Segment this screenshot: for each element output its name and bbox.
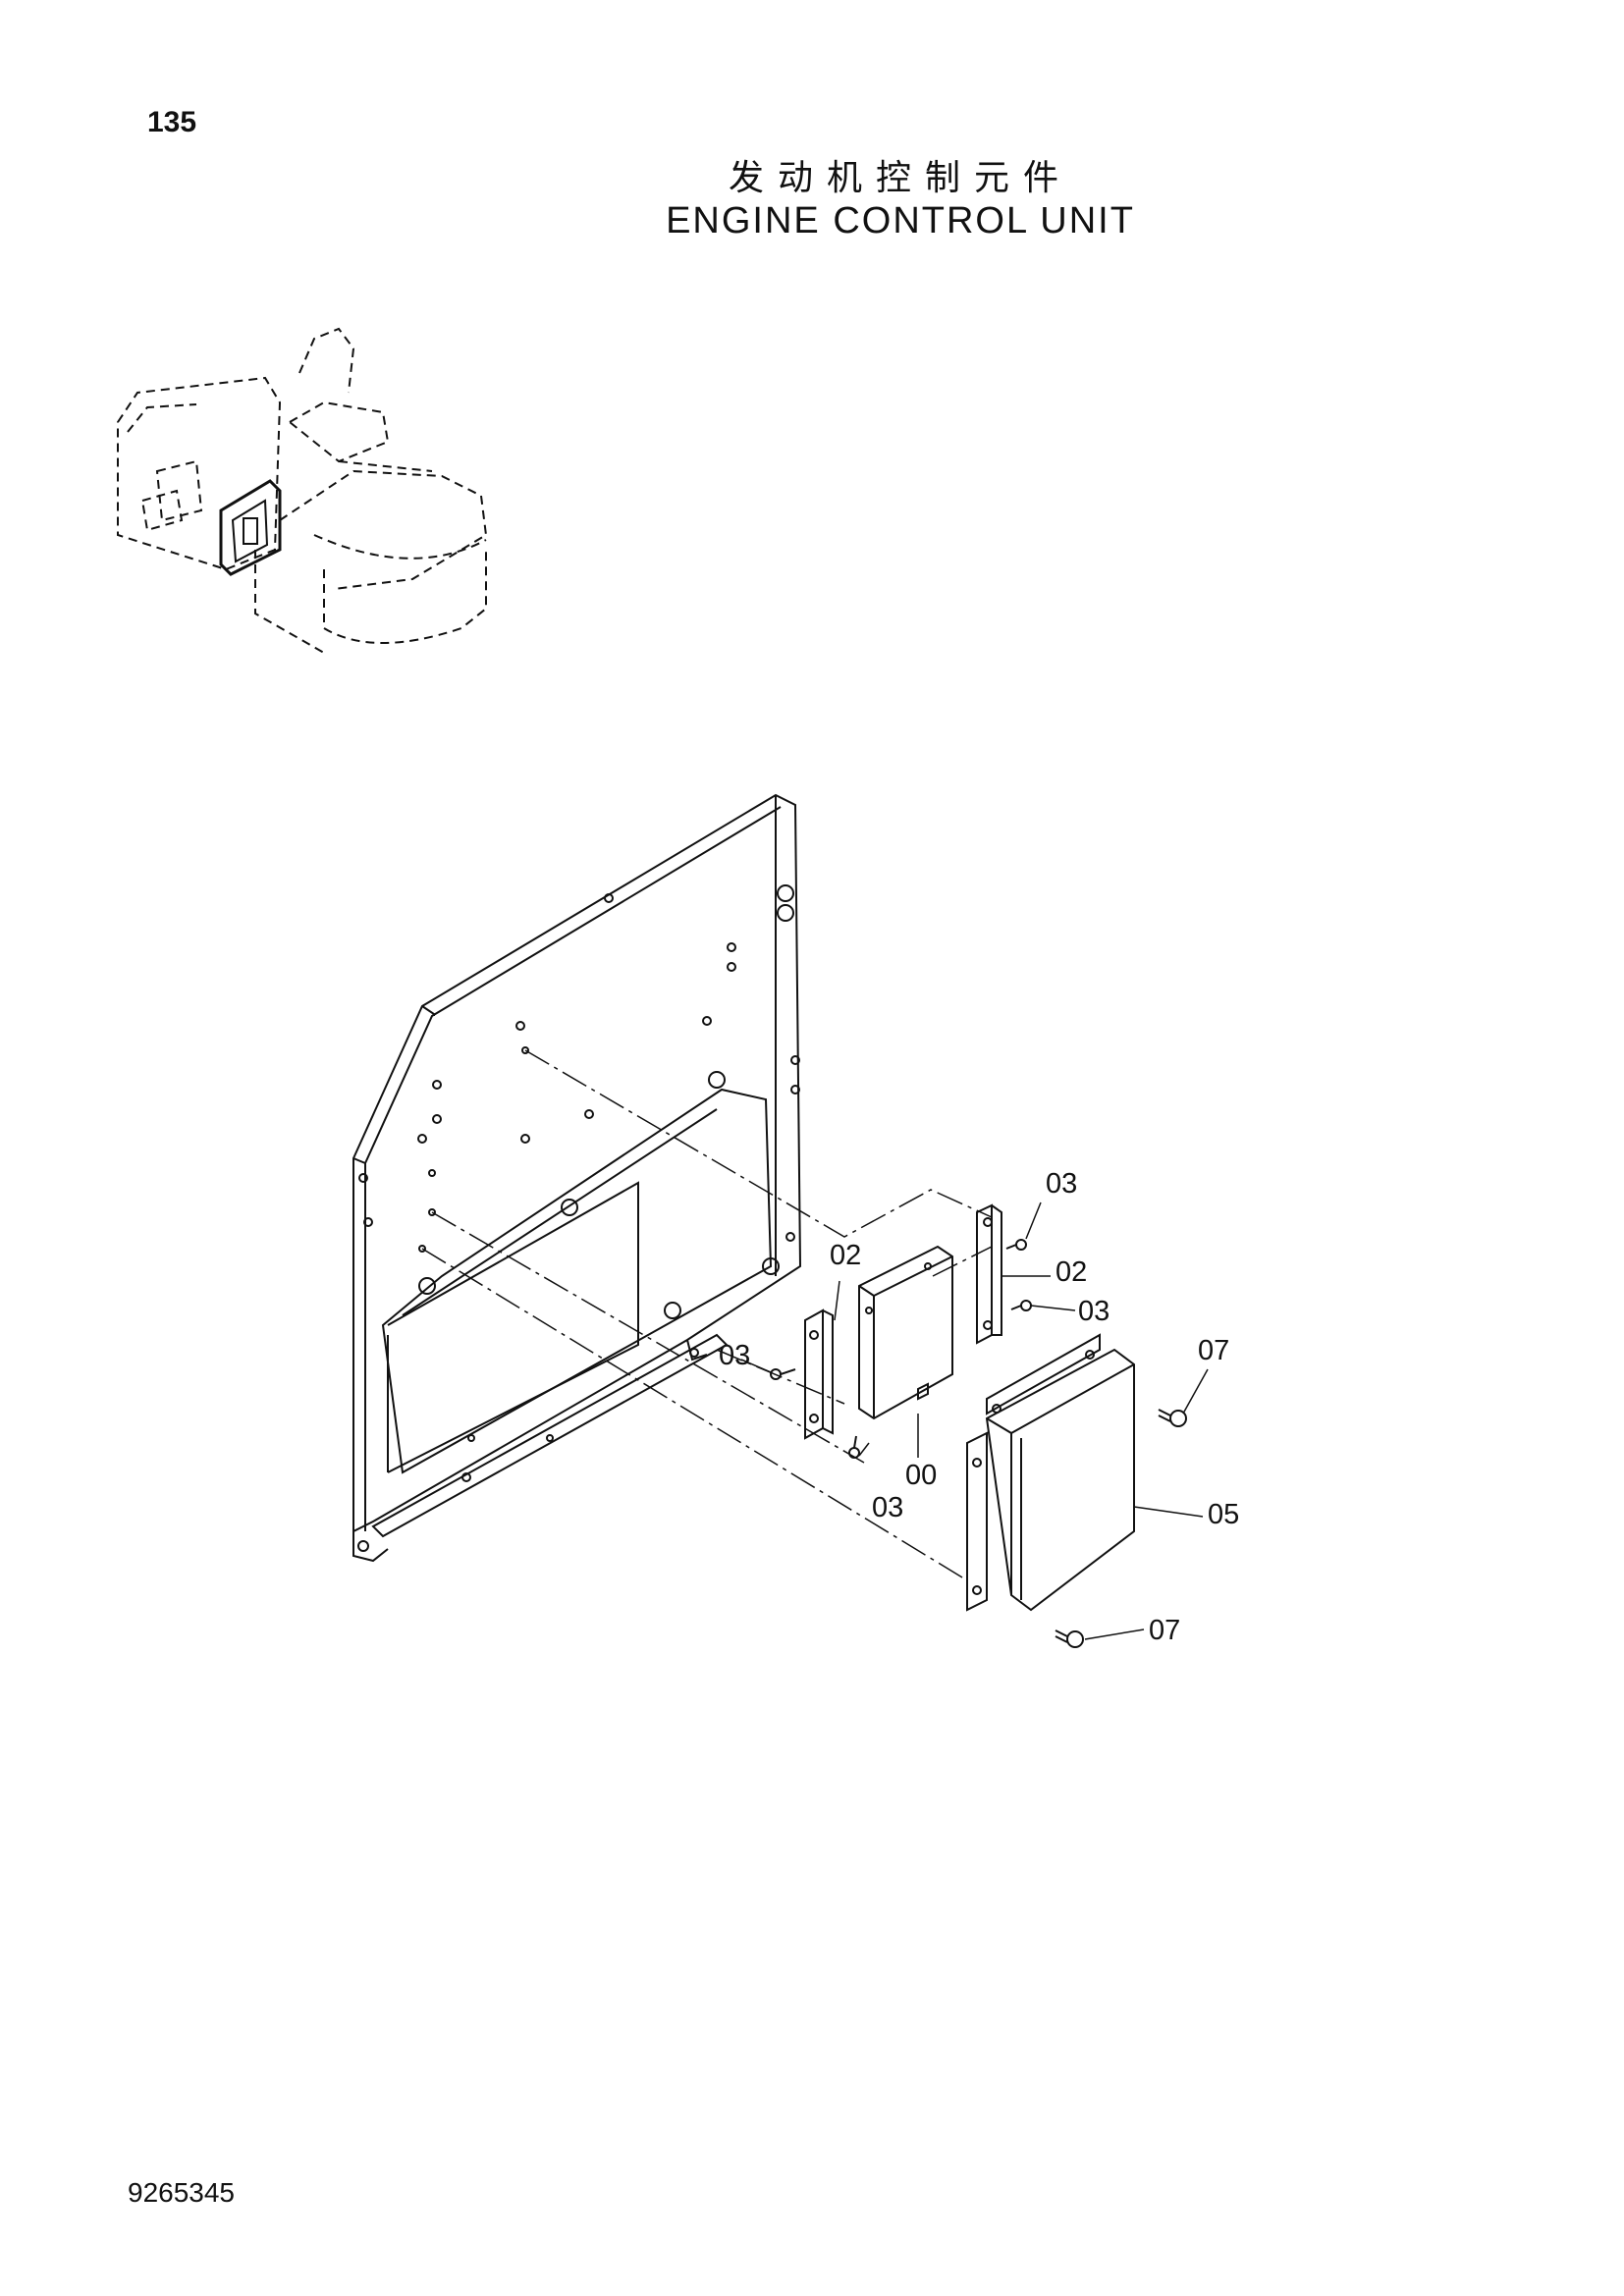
excavator-locator-view [117, 327, 488, 654]
leader-lines [740, 1201, 1209, 1640]
callout-03-right: 03 [1078, 1296, 1110, 1327]
screw-03-bottom [848, 1435, 860, 1459]
callout-07-bottom: 07 [1149, 1615, 1180, 1646]
page-number: 135 [147, 106, 197, 138]
bolt-07-bottom [1055, 1629, 1084, 1648]
screw-03-right [1010, 1300, 1032, 1311]
engine-control-unit-00 [858, 1245, 953, 1420]
callout-03-left: 03 [719, 1340, 750, 1371]
callout-03-top: 03 [1046, 1168, 1077, 1200]
alignment-lines [421, 1049, 993, 1581]
bolt-07-top [1158, 1409, 1187, 1427]
title-chinese: 发动机控制元件 [728, 158, 1072, 198]
callout-02-left: 02 [830, 1240, 861, 1271]
cover-05 [966, 1333, 1135, 1612]
callout-05: 05 [1208, 1499, 1239, 1530]
mounting-panel [352, 793, 802, 1563]
bracket-02-right [976, 1203, 1002, 1345]
callout-labels: 03 02 02 03 03 07 00 03 05 07 [719, 1168, 1239, 1646]
callout-07-top: 07 [1198, 1335, 1229, 1366]
bracket-02-left [804, 1308, 834, 1440]
screw-03-left [770, 1368, 796, 1380]
callout-03-bottom: 03 [872, 1492, 903, 1523]
title-english: ENGINE CONTROL UNIT [666, 200, 1135, 241]
callout-00: 00 [905, 1460, 937, 1491]
fasteners [770, 1239, 1187, 1648]
callout-02-right: 02 [1056, 1256, 1087, 1288]
document-number: 9265345 [128, 2177, 236, 2208]
screw-03-top [1005, 1239, 1027, 1251]
